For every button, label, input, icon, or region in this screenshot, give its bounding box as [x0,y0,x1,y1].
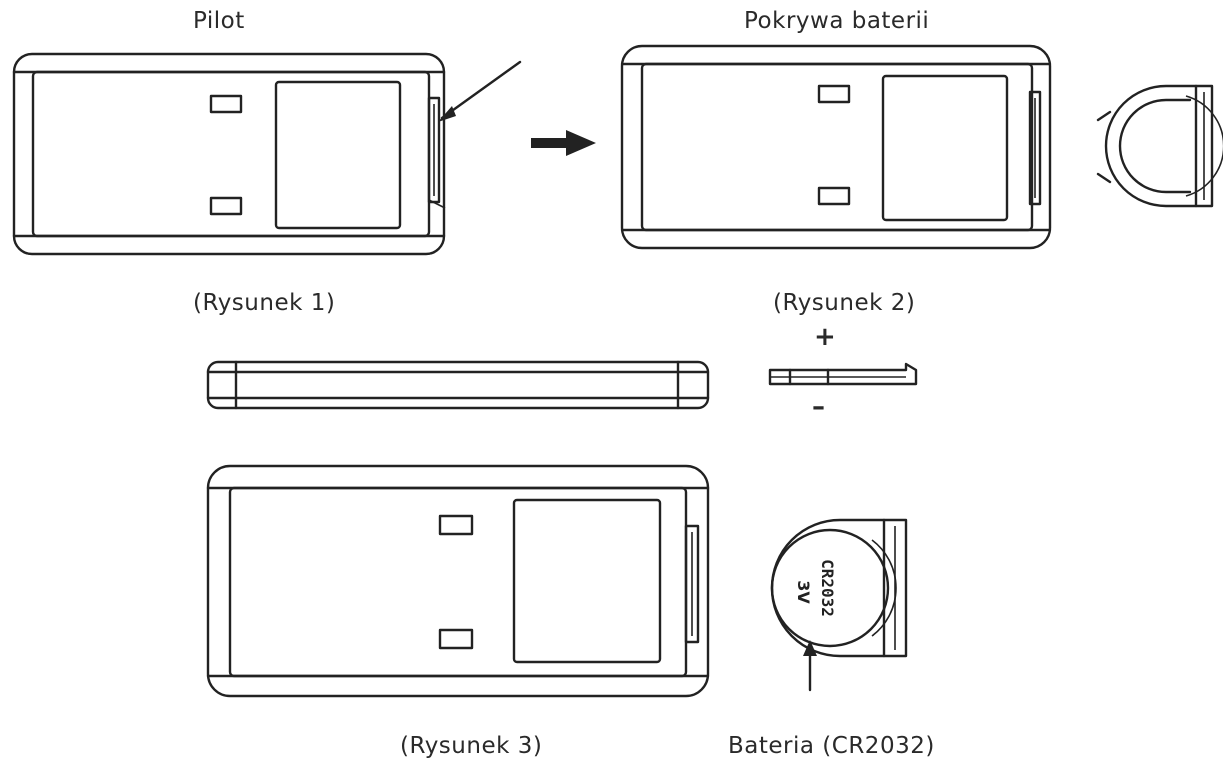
remote-side-profile [206,360,710,410]
coin-battery-side [768,362,918,386]
label-figure-2: (Rysunek 2) [773,290,916,316]
remote-back-figure-2 [620,44,1052,250]
battery-voltage-marking: 3V [794,580,813,604]
battery-cover-part [1096,84,1223,208]
polarity-plus-label: + [814,322,837,352]
right-arrow-icon [531,130,596,156]
label-figure-1: (Rysunek 1) [193,290,336,316]
polarity-minus-label: – [812,392,826,422]
label-figure-3: (Rysunek 3) [400,733,543,759]
remote-back-figure-1 [12,52,522,256]
remote-back-figure-3 [206,464,710,698]
label-remote: Pilot [193,8,245,34]
battery-in-holder: CR2032 3V [770,518,908,692]
label-battery: Bateria (CR2032) [728,733,935,759]
label-battery-cover: Pokrywa baterii [744,8,930,34]
battery-model-marking: CR2032 [818,559,837,617]
